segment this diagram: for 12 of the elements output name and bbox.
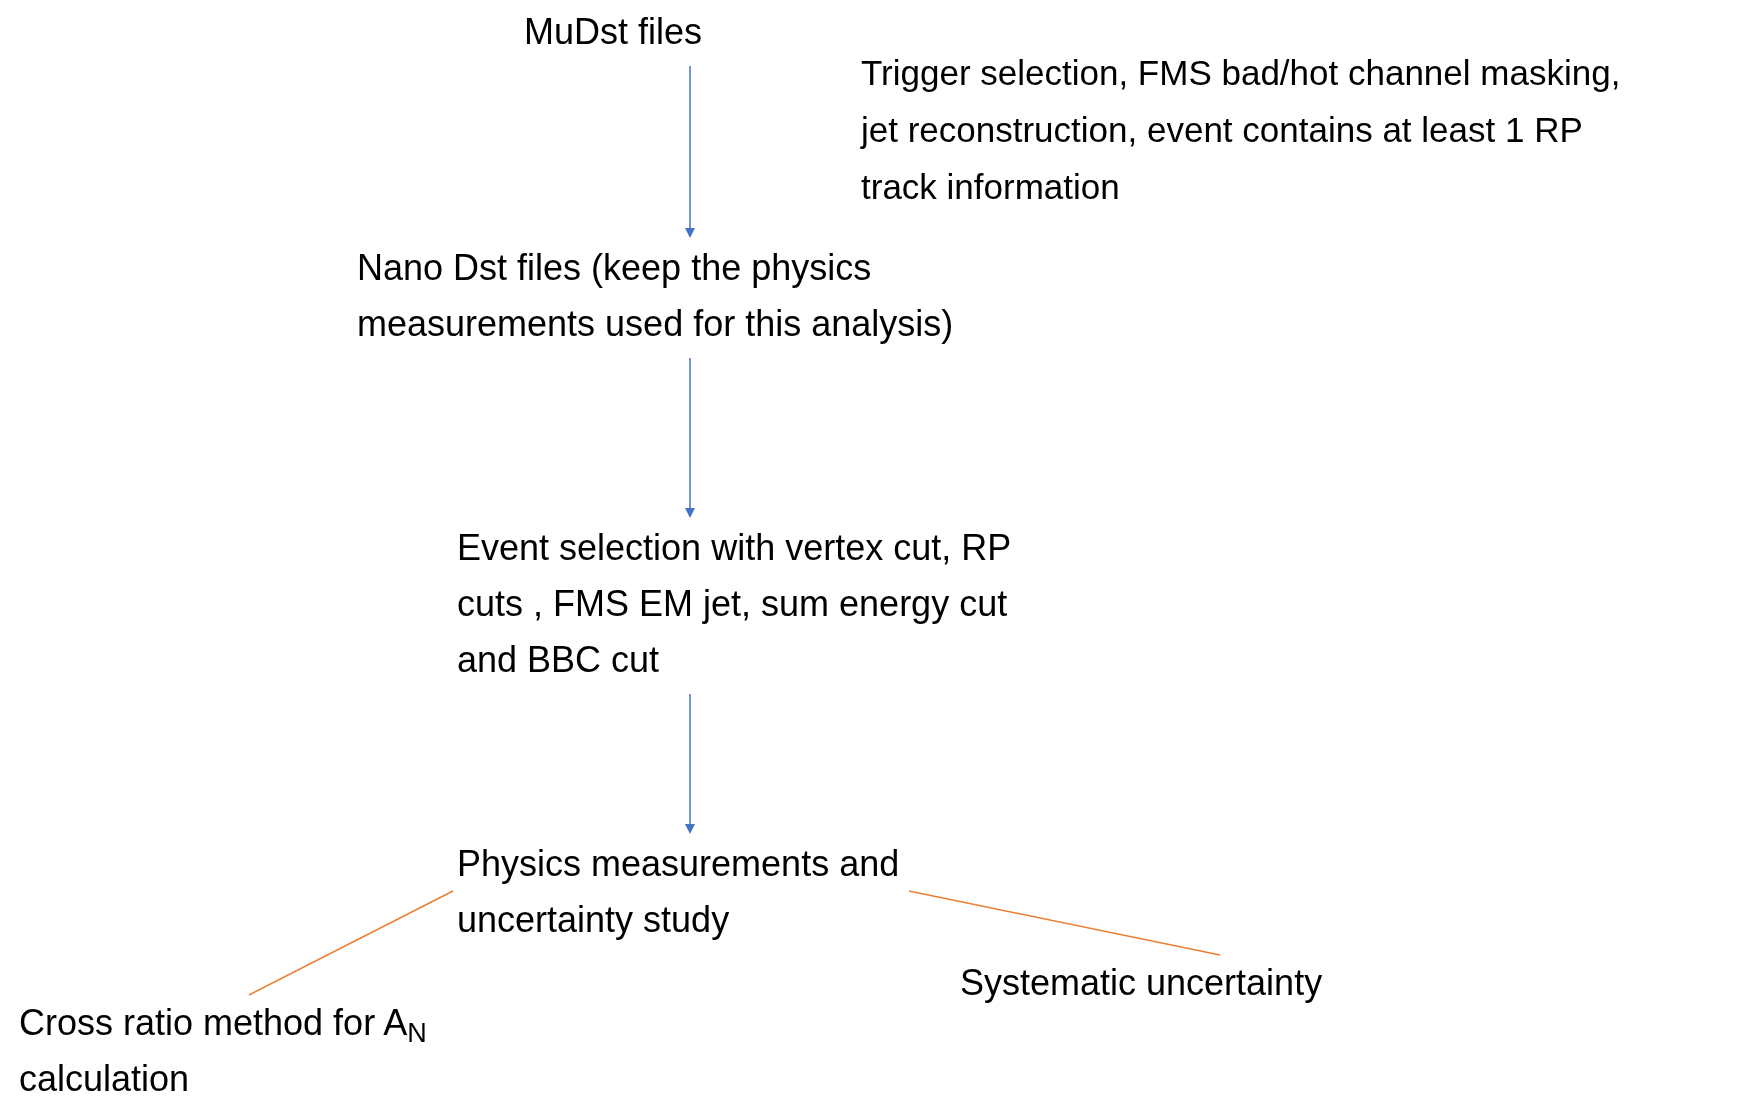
step-text: MuDst files [524,10,703,54]
step-text: Systematic uncertainty [960,961,1323,1005]
arrow [685,357,695,518]
step-text: Physics measurements and uncertainty study [457,842,901,942]
step-text: Cross ratio method for A$_{N}$ calculation [19,1001,428,1096]
connector-line [248,890,454,996]
arrow [685,693,695,834]
note-text: Trigger selection, FMS bad/hot channel masking, jet reconstruction, event contains at least 1 RP track information [861,52,1622,208]
step-text: Event selection with vertex cut, RP cuts , FMS EM jet, sum energy cut and BBC cut [457,526,1012,682]
arrow [685,65,695,238]
step-text: Nano Dst files (keep the physics measurements used for this analysis) [357,246,955,346]
connector-line [908,890,1221,956]
